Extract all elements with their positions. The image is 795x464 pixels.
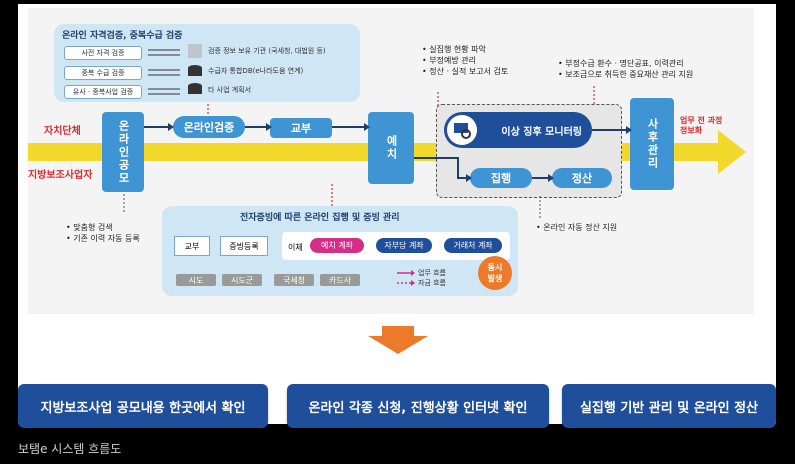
middle-bullets: • 실집행 현황 파악 • 부정예방 관리 • 정산 · 실적 보고서 검토 — [422, 44, 508, 77]
deposit-account: 예치 계좌 — [310, 238, 364, 253]
deposit-label: 예치 — [385, 135, 398, 161]
vendor-account: 거래처 계좌 — [444, 238, 502, 253]
bullet-item: • 부정예방 관리 — [422, 56, 476, 65]
online-notice-label: 온라인공모 — [117, 119, 130, 185]
evidence-grant: 교부 — [174, 236, 210, 256]
source-item: 타 사업 계획서 — [208, 86, 252, 94]
local-gov-label: 자치단체 — [44, 126, 81, 137]
org-chip: 국세청 — [274, 274, 314, 286]
bottom-right-bullet: • 온라인 자동 정산 지원 — [536, 223, 618, 232]
online-verification-title: 온라인 자격검증, 중복수급 검증 — [62, 31, 183, 41]
legend: 업무 흐름 자금 흐름 — [418, 268, 446, 288]
check-item: 중복 수급 검증 — [64, 66, 142, 80]
simultaneous-line: 동시 — [487, 263, 503, 272]
footer-box-2: 온라인 각종 신청, 진행상황 인터넷 확인 — [287, 384, 549, 428]
subsidy-operator-label: 지방보조사업자 — [28, 170, 93, 181]
online-verification-panel: 온라인 자격검증, 중복수급 검증 사전 자격 검증 중복 수급 검증 유사 ·… — [54, 24, 360, 102]
down-arrow-icon — [368, 326, 428, 354]
bottom-left-bullets: • 맞춤형 검색 • 기존 이력 자동 등록 — [66, 222, 140, 244]
check-item: 유사 · 중복사업 검증 — [64, 85, 142, 99]
footer-box-3: 실집행 기반 관리 및 온라인 정산 — [562, 384, 776, 428]
right-bullets: • 부정수급 환수 · 명단공표, 이력관리 • 보조금으로 취득한 중요재산 … — [558, 58, 693, 80]
grant-node: 교부 — [270, 118, 332, 138]
online-notice-node: 온라인공모 — [102, 112, 144, 192]
bullet-item: • 정산 · 실적 보고서 검토 — [422, 67, 509, 76]
online-verification-node: 온라인검증 — [173, 116, 245, 138]
org-chip: 시도군 — [222, 274, 262, 286]
bullet-item: • 부정수급 환수 · 명단공표, 이력관리 — [558, 59, 684, 68]
simultaneous-badge: 동시 발생 — [478, 256, 512, 290]
legend-fund: 자금 흐름 — [418, 279, 446, 287]
org-chip: 시도 — [176, 274, 216, 286]
transfer-label: 이체 — [288, 243, 303, 252]
legend-work: 업무 흐름 — [418, 269, 446, 277]
footer-box-1: 지방보조사업 공모내용 한곳에서 확인 — [18, 384, 268, 428]
source-item: 검증 정보 보유 기관 (국세청, 대법원 등) — [208, 47, 326, 55]
deposit-node: 예치 — [368, 112, 414, 184]
anomaly-monitoring-label: 이상 징후 모니터링 — [501, 126, 582, 138]
post-management-label: 사후관리 — [646, 118, 659, 170]
right-note-line: 정보화 — [680, 126, 703, 135]
right-note-line: 업무 전 과정 — [680, 116, 723, 125]
evidence-registration: 증빙등록 — [220, 236, 268, 256]
bullet-item: • 기존 이력 자동 등록 — [66, 234, 140, 243]
figure-caption: 보탬e 시스템 흐름도 — [18, 442, 122, 456]
bullet-item: • 맞춤형 검색 — [66, 223, 113, 232]
simultaneous-line: 발생 — [487, 274, 503, 283]
settlement-node: 정산 — [552, 168, 612, 188]
right-note: 업무 전 과정 정보화 — [680, 116, 722, 136]
evidence-panel-title: 전자증빙에 따른 온라인 집행 및 증빙 관리 — [240, 213, 400, 223]
check-item: 사전 자격 검증 — [64, 46, 142, 60]
post-management-node: 사후관리 — [630, 98, 674, 190]
bullet-item: • 실집행 현황 파악 — [422, 45, 486, 54]
self-account: 자부담 계좌 — [376, 238, 432, 253]
execution-node: 집행 — [470, 168, 532, 188]
org-chip: 카드사 — [320, 274, 360, 286]
database-icon — [188, 44, 202, 94]
bullet-item: • 보조금으로 취득한 중요재산 관리 지원 — [558, 70, 694, 79]
source-item: 수급자 통합DB(e나라도움 연계) — [208, 67, 304, 75]
exchange-arrows-icon — [148, 49, 180, 95]
legend-arrows-icon — [397, 270, 415, 286]
monitor-magnifier-icon — [447, 115, 477, 145]
